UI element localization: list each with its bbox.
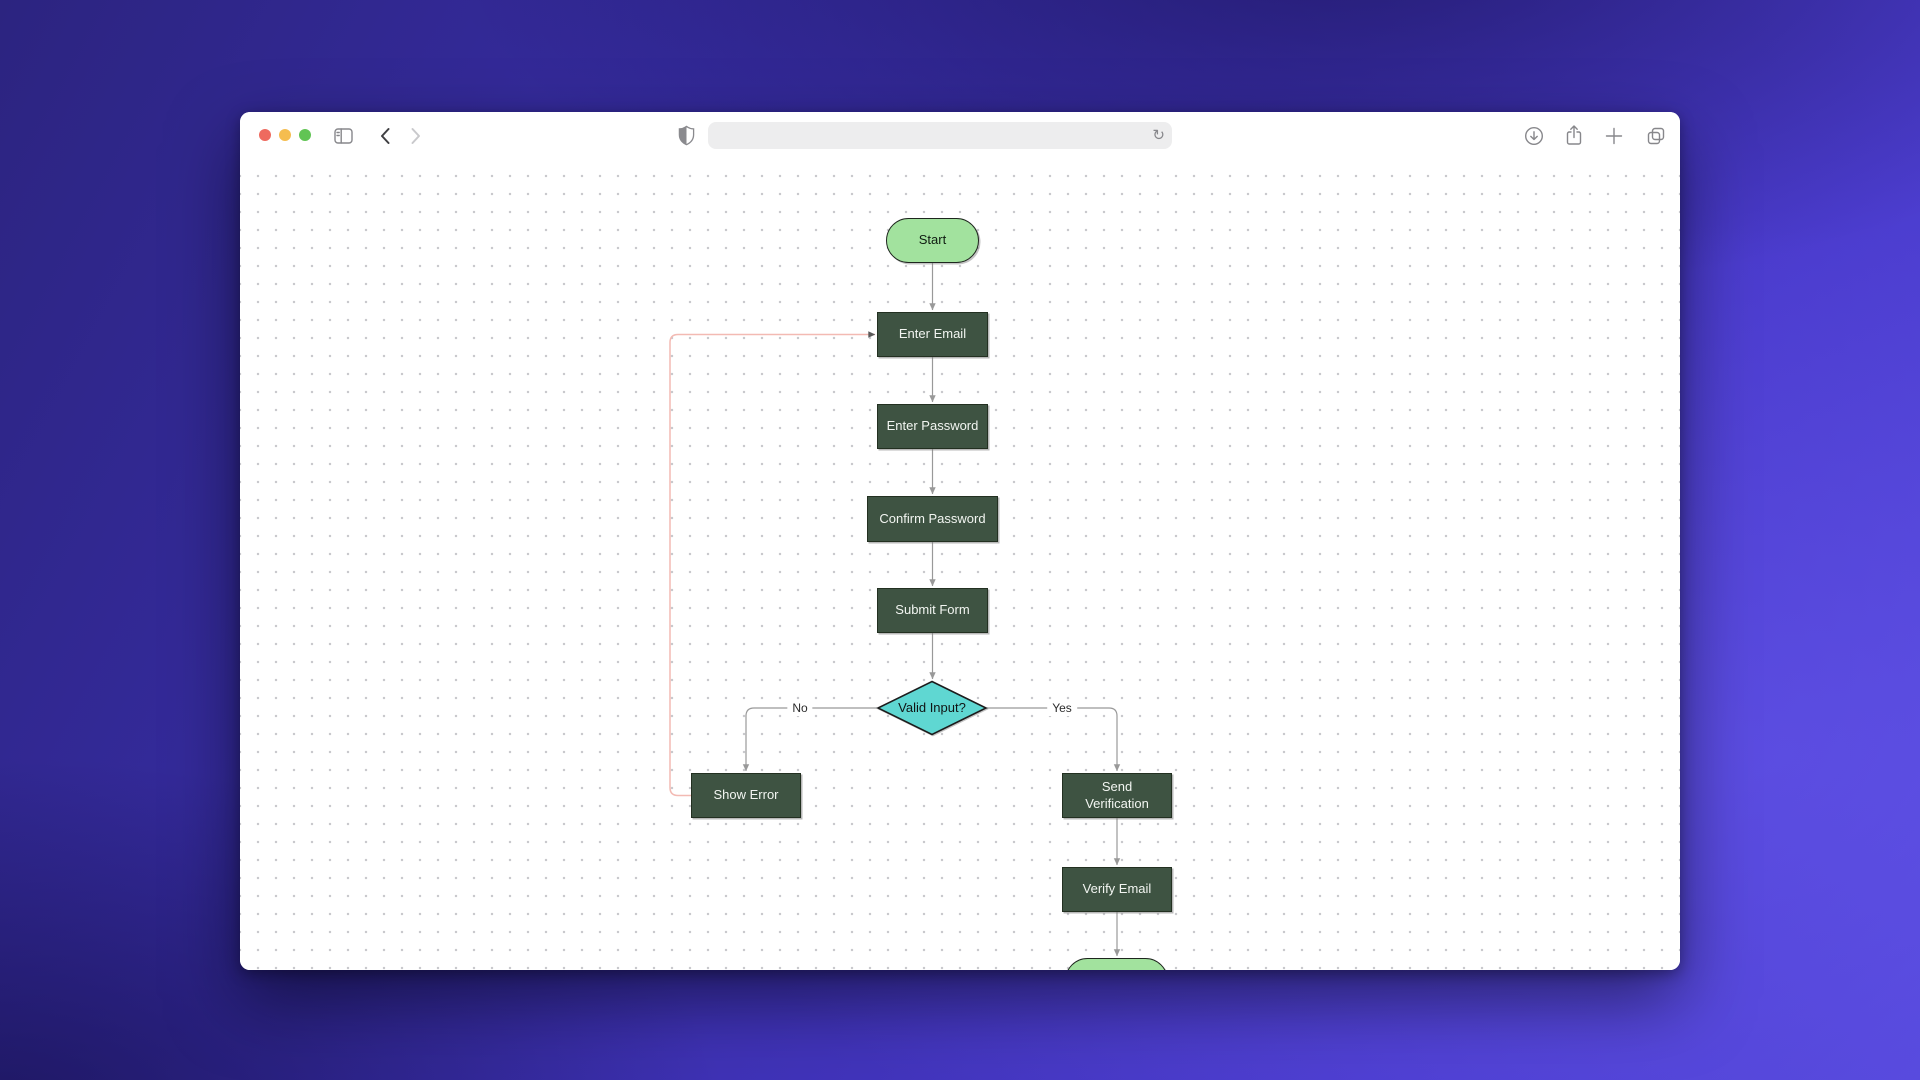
download-icon[interactable] bbox=[1524, 126, 1544, 146]
node-enter-email[interactable]: Enter Email bbox=[877, 312, 988, 357]
edge-valid-input-send-verification bbox=[987, 707, 1121, 772]
forward-icon bbox=[409, 126, 423, 146]
new-tab-icon[interactable] bbox=[1604, 126, 1624, 146]
node-enter-email-label: Enter Email bbox=[898, 326, 967, 342]
edge-label-yes: Yes bbox=[1047, 700, 1077, 716]
node-show-error[interactable]: Show Error bbox=[691, 773, 801, 818]
reload-icon[interactable]: ↻ bbox=[1152, 126, 1165, 144]
browser-window: ↻ bbox=[240, 112, 1680, 970]
flowchart-canvas[interactable]: Start Enter Email Enter Password Confirm… bbox=[240, 160, 1680, 970]
edge-valid-input-show-error bbox=[742, 707, 877, 772]
close-window-button[interactable] bbox=[259, 129, 271, 141]
decision-diamond-shape bbox=[876, 680, 988, 736]
node-submit-form[interactable]: Submit Form bbox=[877, 588, 988, 633]
node-verify-email-label: Verify Email bbox=[1082, 881, 1152, 897]
edge-label-no: No bbox=[787, 700, 813, 716]
address-bar[interactable]: ↻ bbox=[708, 122, 1172, 149]
node-send-verification[interactable]: Send Verification bbox=[1062, 773, 1172, 818]
node-end[interactable] bbox=[1065, 958, 1168, 970]
privacy-shield-icon[interactable] bbox=[678, 125, 695, 146]
node-show-error-label: Show Error bbox=[713, 787, 779, 803]
node-submit-form-label: Submit Form bbox=[895, 602, 970, 618]
node-valid-input[interactable]: Valid Input? bbox=[876, 680, 988, 736]
zoom-window-button[interactable] bbox=[299, 129, 311, 141]
node-start-label: Start bbox=[918, 232, 947, 248]
edge-show-error-enter-email-loop bbox=[669, 331, 876, 797]
flowchart-edges bbox=[669, 263, 1121, 957]
node-enter-password-label: Enter Password bbox=[886, 418, 979, 434]
browser-toolbar: ↻ bbox=[240, 112, 1680, 160]
node-verify-email[interactable]: Verify Email bbox=[1062, 867, 1172, 912]
node-send-verification-label: Send Verification bbox=[1085, 778, 1149, 811]
node-start[interactable]: Start bbox=[886, 218, 979, 263]
share-icon[interactable] bbox=[1564, 124, 1584, 147]
node-confirm-password-label: Confirm Password bbox=[879, 510, 986, 526]
minimize-window-button[interactable] bbox=[279, 129, 291, 141]
tab-overview-icon[interactable] bbox=[1646, 126, 1666, 146]
node-valid-input-label: Valid Input? bbox=[898, 699, 966, 715]
node-confirm-password[interactable]: Confirm Password bbox=[867, 496, 998, 542]
node-enter-password[interactable]: Enter Password bbox=[877, 404, 988, 449]
back-icon[interactable] bbox=[378, 126, 392, 146]
sidebar-toggle-icon[interactable] bbox=[334, 127, 353, 145]
